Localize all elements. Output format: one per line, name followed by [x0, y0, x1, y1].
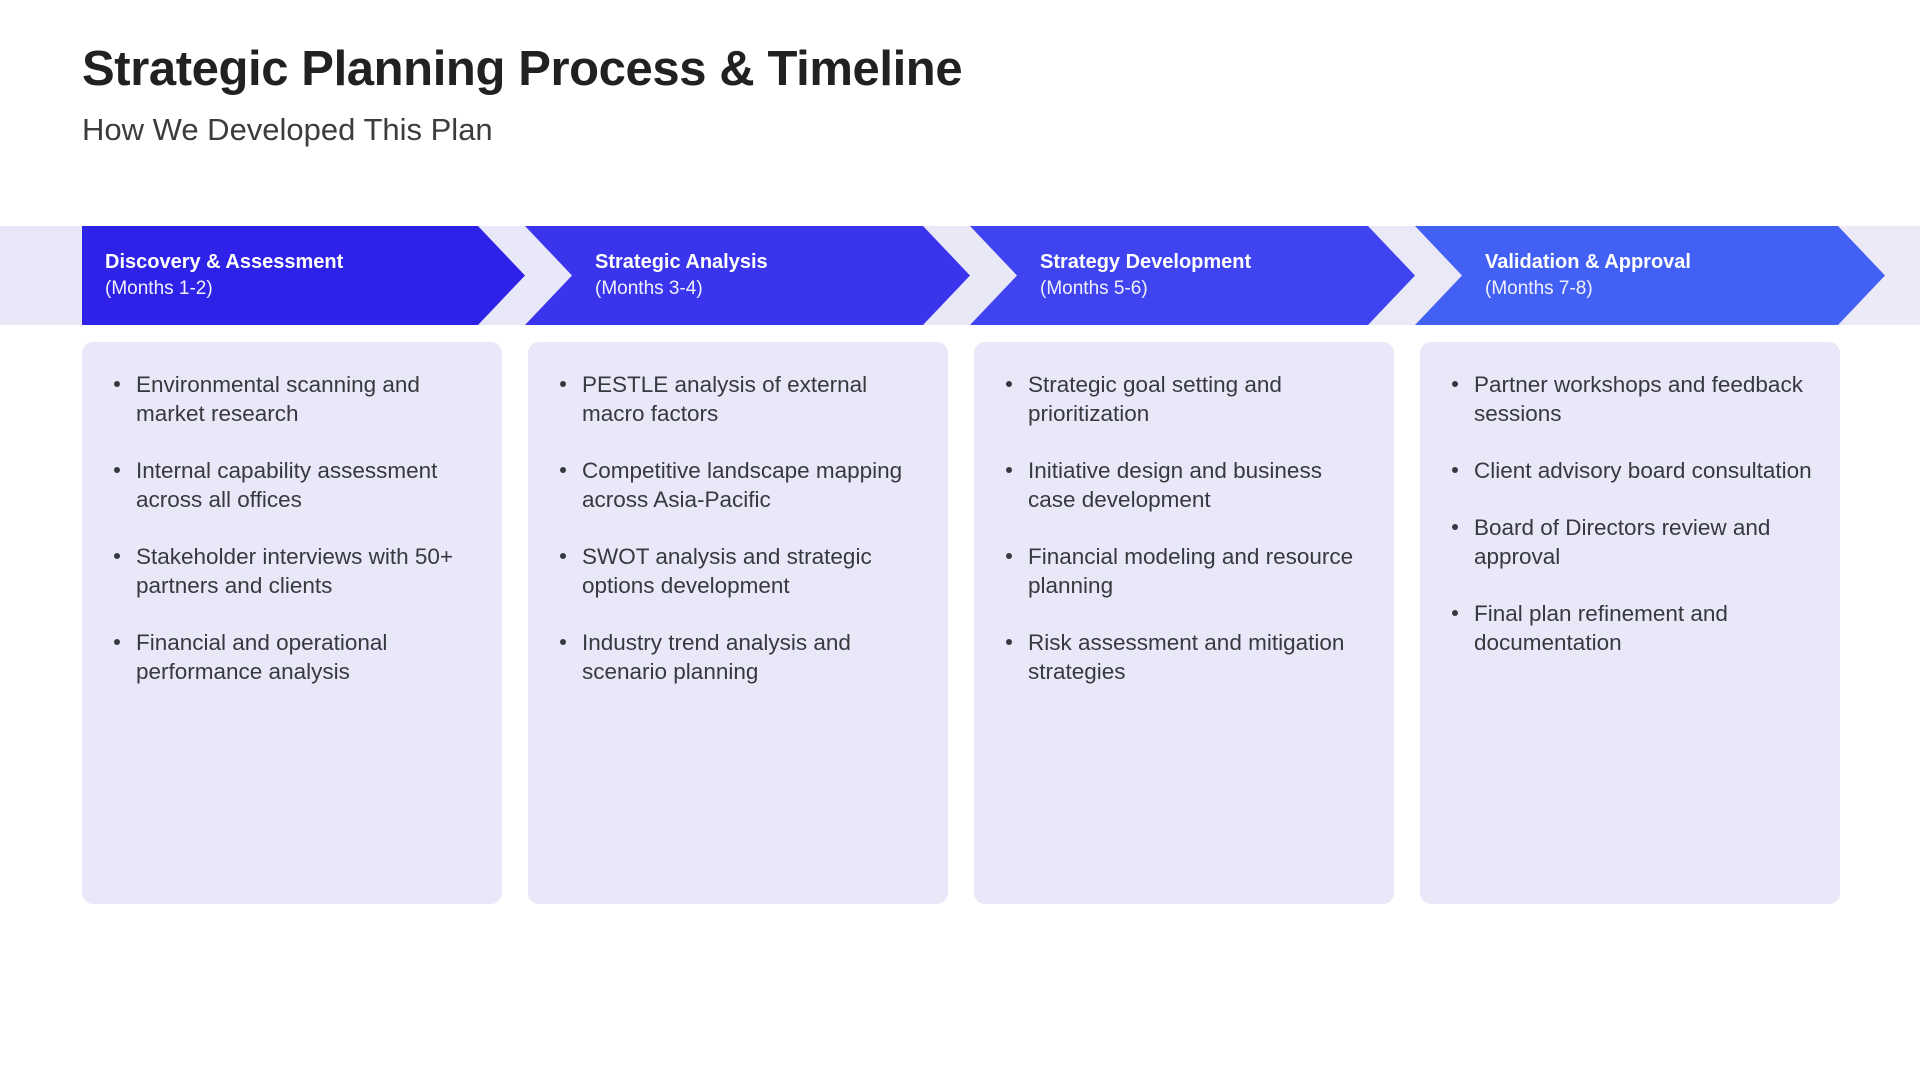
phase-chevron-months: (Months 5-6): [1040, 277, 1148, 299]
list-item-text: Board of Directors review and approval: [1474, 515, 1771, 570]
list-item-text: Environmental scanning and market resear…: [136, 372, 420, 427]
phase-card-strategy-development: Strategic goal setting and prioritizatio…: [974, 342, 1394, 904]
list-item-text: Initiative design and business case deve…: [1028, 458, 1322, 513]
phase-chevron-months: (Months 1-2): [105, 277, 213, 299]
phase-card-discovery-assessment: Environmental scanning and market resear…: [82, 342, 502, 904]
list-item-text: SWOT analysis and strategic options deve…: [582, 544, 872, 599]
list-item: Strategic goal setting and prioritizatio…: [1000, 370, 1368, 428]
bullet-dot-icon: [1006, 381, 1012, 387]
phase-chevron-strategic-analysis[interactable]: Strategic Analysis (Months 3-4): [525, 226, 970, 325]
list-item-text: PESTLE analysis of external macro factor…: [582, 372, 868, 427]
list-item: Environmental scanning and market resear…: [108, 370, 476, 428]
list-item-text: Client advisory board consultation: [1474, 458, 1812, 484]
phase-activity-list: Environmental scanning and market resear…: [108, 370, 476, 686]
list-item: Final plan refinement and documentation: [1446, 599, 1814, 657]
bullet-dot-icon: [560, 553, 566, 560]
list-item: Client advisory board consultation: [1446, 456, 1814, 485]
list-item-text: Industry trend analysis and scenario pla…: [582, 630, 851, 685]
list-item: Partner workshops and feedback sessions: [1446, 370, 1814, 428]
list-item: Stakeholder interviews with 50+ partners…: [108, 542, 476, 600]
bullet-dot-icon: [1006, 553, 1012, 560]
bullet-dot-icon: [114, 639, 120, 646]
page-subtitle: How We Developed This Plan: [82, 111, 493, 147]
bullet-dot-icon: [1452, 610, 1458, 617]
bullet-dot-icon: [560, 639, 566, 646]
bullet-dot-icon: [114, 553, 120, 560]
list-item: Financial modeling and resource planning: [1000, 542, 1368, 600]
phase-chevron-validation-approval[interactable]: Validation & Approval (Months 7-8): [1415, 226, 1885, 325]
list-item-text: Strategic goal setting and prioritizatio…: [1028, 372, 1282, 427]
list-item-text: Financial modeling and resource planning: [1028, 544, 1354, 599]
list-item-text: Stakeholder interviews with 50+ partners…: [136, 544, 454, 599]
list-item: PESTLE analysis of external macro factor…: [554, 370, 922, 428]
phase-chevron-title: Strategy Development: [1040, 250, 1252, 273]
list-item: Industry trend analysis and scenario pla…: [554, 628, 922, 686]
list-item-text: Financial and operational performance an…: [136, 630, 388, 685]
bullet-dot-icon: [114, 467, 120, 474]
bullet-dot-icon: [114, 381, 120, 387]
phase-chevron-months: (Months 3-4): [595, 277, 703, 299]
list-item-text: Final plan refinement and documentation: [1474, 601, 1728, 656]
phase-card-strategic-analysis: PESTLE analysis of external macro factor…: [528, 342, 948, 904]
phase-chevron-strategy-development[interactable]: Strategy Development (Months 5-6): [970, 226, 1415, 325]
phase-chevron-title: Discovery & Assessment: [105, 250, 344, 273]
phase-activity-list: Strategic goal setting and prioritizatio…: [1000, 370, 1368, 686]
list-item-text: Competitive landscape mapping across Asi…: [582, 458, 903, 513]
bullet-dot-icon: [560, 381, 566, 387]
phase-card-validation-approval: Partner workshops and feedback sessions …: [1420, 342, 1840, 904]
list-item: SWOT analysis and strategic options deve…: [554, 542, 922, 600]
list-item: Internal capability assessment across al…: [108, 456, 476, 514]
list-item: Initiative design and business case deve…: [1000, 456, 1368, 514]
list-item-text: Risk assessment and mitigation strategie…: [1028, 630, 1345, 685]
list-item: Risk assessment and mitigation strategie…: [1000, 628, 1368, 686]
phase-chevron-title: Validation & Approval: [1485, 250, 1691, 273]
list-item: Financial and operational performance an…: [108, 628, 476, 686]
slide-header: Strategic Planning Process & Timeline Ho…: [82, 42, 1782, 148]
phase-chevron-months: (Months 7-8): [1485, 277, 1593, 299]
list-item: Board of Directors review and approval: [1446, 513, 1814, 571]
bullet-dot-icon: [1452, 467, 1458, 474]
phase-activity-list: Partner workshops and feedback sessions …: [1446, 370, 1814, 657]
phase-activity-list: PESTLE analysis of external macro factor…: [554, 370, 922, 686]
list-item-text: Partner workshops and feedback sessions: [1474, 372, 1803, 427]
bullet-dot-icon: [1452, 381, 1458, 387]
list-item-text: Internal capability assessment across al…: [136, 458, 438, 513]
bullet-dot-icon: [1006, 467, 1012, 474]
bullet-dot-icon: [1006, 639, 1012, 646]
bullet-dot-icon: [1452, 524, 1458, 531]
page-title: Strategic Planning Process & Timeline: [82, 42, 963, 96]
phase-chevron-title: Strategic Analysis: [595, 250, 768, 273]
list-item: Competitive landscape mapping across Asi…: [554, 456, 922, 514]
phase-detail-cards: Environmental scanning and market resear…: [82, 342, 1840, 904]
phase-chevron-discovery-assessment[interactable]: Discovery & Assessment (Months 1-2): [82, 226, 525, 325]
timeline-phase-chevrons: Discovery & Assessment (Months 1-2) Stra…: [0, 226, 1920, 325]
bullet-dot-icon: [560, 467, 566, 474]
